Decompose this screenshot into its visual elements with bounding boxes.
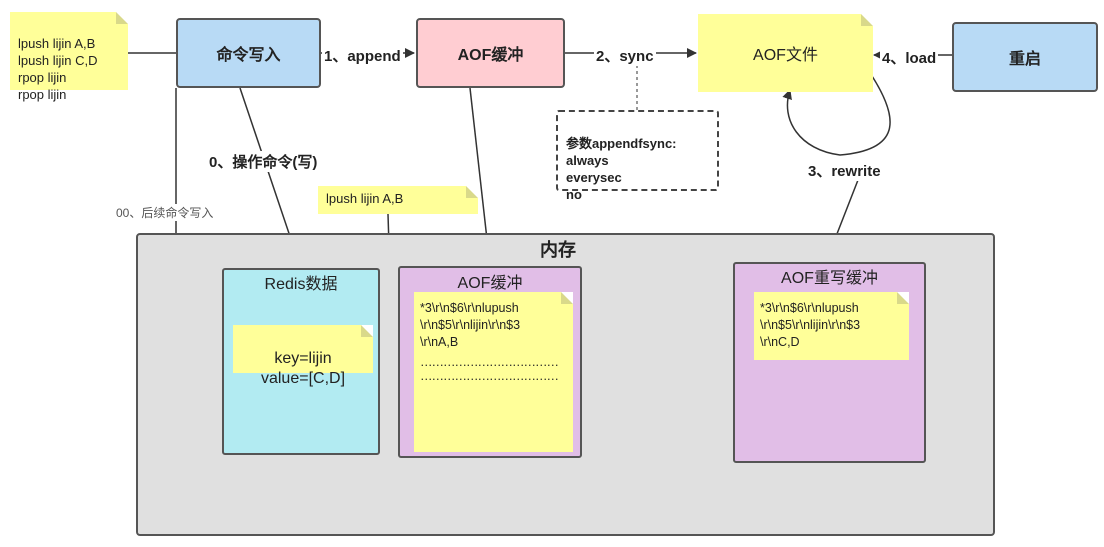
aof-buffer-inner-note: *3\r\n$6\r\nlupush \r\n$5\r\nlijin\r\n$3… <box>414 292 573 452</box>
arrow-rewrite-loop <box>782 75 891 156</box>
aof-rewrite-buffer-note: *3\r\n$6\r\nlupush \r\n$5\r\nlijin\r\n$3… <box>754 292 909 360</box>
aof-file-box: AOF文件 <box>698 14 873 92</box>
aof-buffer-label: AOF缓冲 <box>457 47 524 64</box>
fsync-note-text: 参数appendfsync: always everysec no <box>566 136 677 202</box>
aof-buffer-box: AOF缓冲 <box>416 18 565 88</box>
aof-buffer-inner-title: AOF缓冲 <box>457 275 523 292</box>
aof-buffer-dots-2: ……………………………… <box>420 369 559 383</box>
aof-file-label: AOF文件 <box>753 47 818 64</box>
aof-rewrite-buffer-title: AOF重写缓冲 <box>781 270 878 287</box>
fsync-note: 参数appendfsync: always everysec no <box>556 110 719 202</box>
lpush-note: lpush lijin A,B <box>318 186 478 214</box>
redis-data-note-text: key=lijin value=[C,D] <box>260 350 346 387</box>
commands-note-text: lpush lijin A,B lpush lijin C,D rpop lij… <box>18 36 98 102</box>
restart-label: 重启 <box>1008 51 1041 68</box>
aof-rewrite-buffer-note-text: *3\r\n$6\r\nlupush \r\n$5\r\nlijin\r\n$3… <box>760 301 861 349</box>
aof-buffer-inner-note-text: *3\r\n$6\r\nlupush \r\n$5\r\nlijin\r\n$3… <box>420 301 521 349</box>
redis-data-title: Redis数据 <box>264 276 338 293</box>
commands-note: lpush lijin A,B lpush lijin C,D rpop lij… <box>10 12 128 102</box>
append-label: 1、append <box>322 45 403 66</box>
rewrite-label: 3、rewrite <box>806 160 883 181</box>
lpush-note-text: lpush lijin A,B <box>326 191 404 206</box>
restart-box: 重启 <box>952 22 1098 92</box>
memory-title: 内存 <box>540 240 576 260</box>
follow-up-label: 00、后续命令写入 <box>116 204 214 221</box>
load-label: 4、load <box>880 47 939 68</box>
write-op-label: 0、操作命令(写) <box>207 151 320 172</box>
aof-buffer-dots-1: ……………………………… <box>420 355 559 369</box>
cmd-write-label: 命令写入 <box>216 47 281 64</box>
cmd-write-box: 命令写入 <box>176 18 321 88</box>
redis-data-note: key=lijin value=[C,D] <box>233 325 373 387</box>
sync-label: 2、sync <box>594 45 656 66</box>
